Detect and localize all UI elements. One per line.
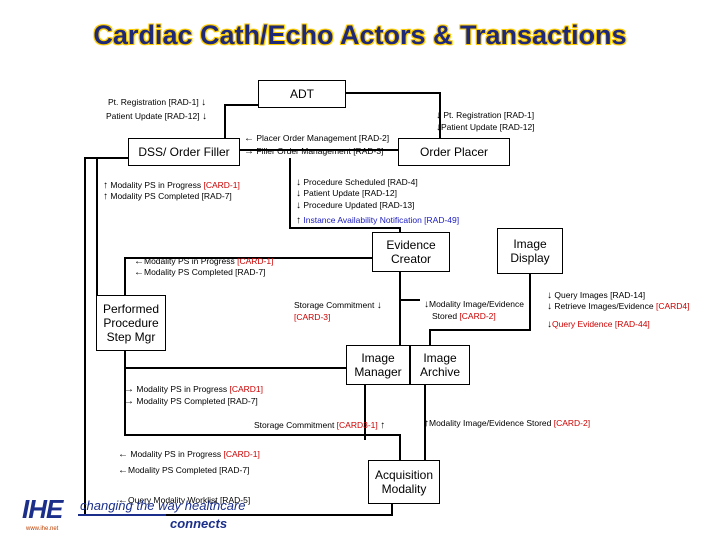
- page-title: Cardiac Cath/Echo Actors & Transactions: [93, 20, 627, 50]
- transaction-ec-image-evidence-stored: ↓Modality Image/Evidence: [424, 299, 524, 310]
- transaction-mod-ppsm-in-progress: → Modality PS in Progress [CARD1]: [124, 384, 263, 395]
- actor-evidence-creator[interactable]: Evidence Creator: [372, 232, 450, 272]
- actor-order-placer[interactable]: Order Placer: [398, 138, 510, 166]
- transaction-mod-dss-completed: ←Modality PS Completed [RAD-7]: [118, 465, 250, 476]
- transaction-adt-op-registration: ↓ Pt. Registration [RAD-1]: [436, 110, 535, 121]
- actor-performed-procedure-step-mgr[interactable]: Performed Procedure Step Mgr: [96, 295, 166, 351]
- transaction-placer-order-mgmt: ← Placer Order Management [RAD-2]: [244, 133, 390, 144]
- transaction-ppsm-dss-in-progress: ↑ Modality PS in Progress [CARD-1]: [103, 180, 240, 191]
- transaction-query-evidence: ↓Query Evidence [RAD-44]: [547, 319, 650, 330]
- transaction-patient-update: ↓ Patient Update [RAD-12]: [296, 188, 397, 199]
- transaction-mod-storage-commitment: Storage Commitment [CARD3-1] ↑: [254, 420, 386, 431]
- transaction-ec-ppsm-in-progress: ←Modality PS in Progress [CARD-1]: [134, 256, 274, 267]
- transaction-instance-availability: ↑ Instance Availability Notification [RA…: [296, 215, 460, 226]
- actor-dss-order-filler[interactable]: DSS/ Order Filler: [128, 138, 240, 166]
- transaction-ppsm-dss-completed: ↑ Modality PS Completed [RAD-7]: [103, 191, 232, 202]
- transaction-ec-ppsm-completed: ←Modality PS Completed [RAD-7]: [134, 267, 266, 278]
- transaction-ec-storage-commitment: Storage Commitment ↓: [294, 300, 382, 311]
- actor-image-manager[interactable]: Image Manager: [346, 345, 410, 385]
- transaction-mod-dss-in-progress: ← Modality PS in Progress [CARD-1]: [118, 449, 260, 460]
- transaction-adt-dss-patient-update: Patient Update [RAD-12] ↓: [106, 111, 207, 122]
- transaction-ec-storage-commitment-code: [CARD-3]: [294, 312, 331, 322]
- ihe-logo-url: www.ihe.net: [26, 526, 59, 532]
- ihe-logo-brand: IHE: [22, 494, 63, 524]
- transaction-adt-dss-registration: Pt. Registration [RAD-1] ↓: [108, 97, 207, 108]
- transaction-mod-ppsm-completed: → Modality PS Completed [RAD-7]: [124, 396, 258, 407]
- ihe-logo-bar: [78, 514, 166, 516]
- ihe-logo-connects: connects: [170, 516, 228, 531]
- transaction-mod-image-evidence-stored: ↑Modality Image/Evidence Stored [CARD-2]: [424, 418, 591, 429]
- ihe-logo: IHE changing the way healthcare connects…: [22, 492, 262, 536]
- actor-acquisition-modality[interactable]: Acquisition Modality: [368, 460, 440, 504]
- transaction-filler-order-mgmt: → Filler Order Management [RAD-3]: [244, 146, 384, 157]
- transaction-procedure-scheduled: ↓ Procedure Scheduled [RAD-4]: [296, 177, 418, 188]
- actor-image-archive[interactable]: Image Archive: [410, 345, 470, 385]
- transaction-procedure-updated: ↓ Procedure Updated [RAD-13]: [296, 200, 415, 211]
- transaction-query-modality-worklist: ←Query Modality Worklist [RAD-5]: [118, 495, 251, 506]
- actor-image-display[interactable]: Image Display: [497, 228, 563, 274]
- transaction-query-images: ↓ Query Images [RAD-14]: [547, 290, 646, 301]
- transaction-adt-op-patient-update: ↓Patient Update [RAD-12]: [436, 122, 535, 133]
- actor-adt[interactable]: ADT: [258, 80, 346, 108]
- transaction-ec-stored-code: Stored [CARD-2]: [432, 311, 496, 321]
- transaction-retrieve-images: ↓ Retrieve Images/Evidence [CARD4]: [547, 301, 690, 312]
- ihe-logo-tagline: changing the way healthcare: [80, 498, 246, 513]
